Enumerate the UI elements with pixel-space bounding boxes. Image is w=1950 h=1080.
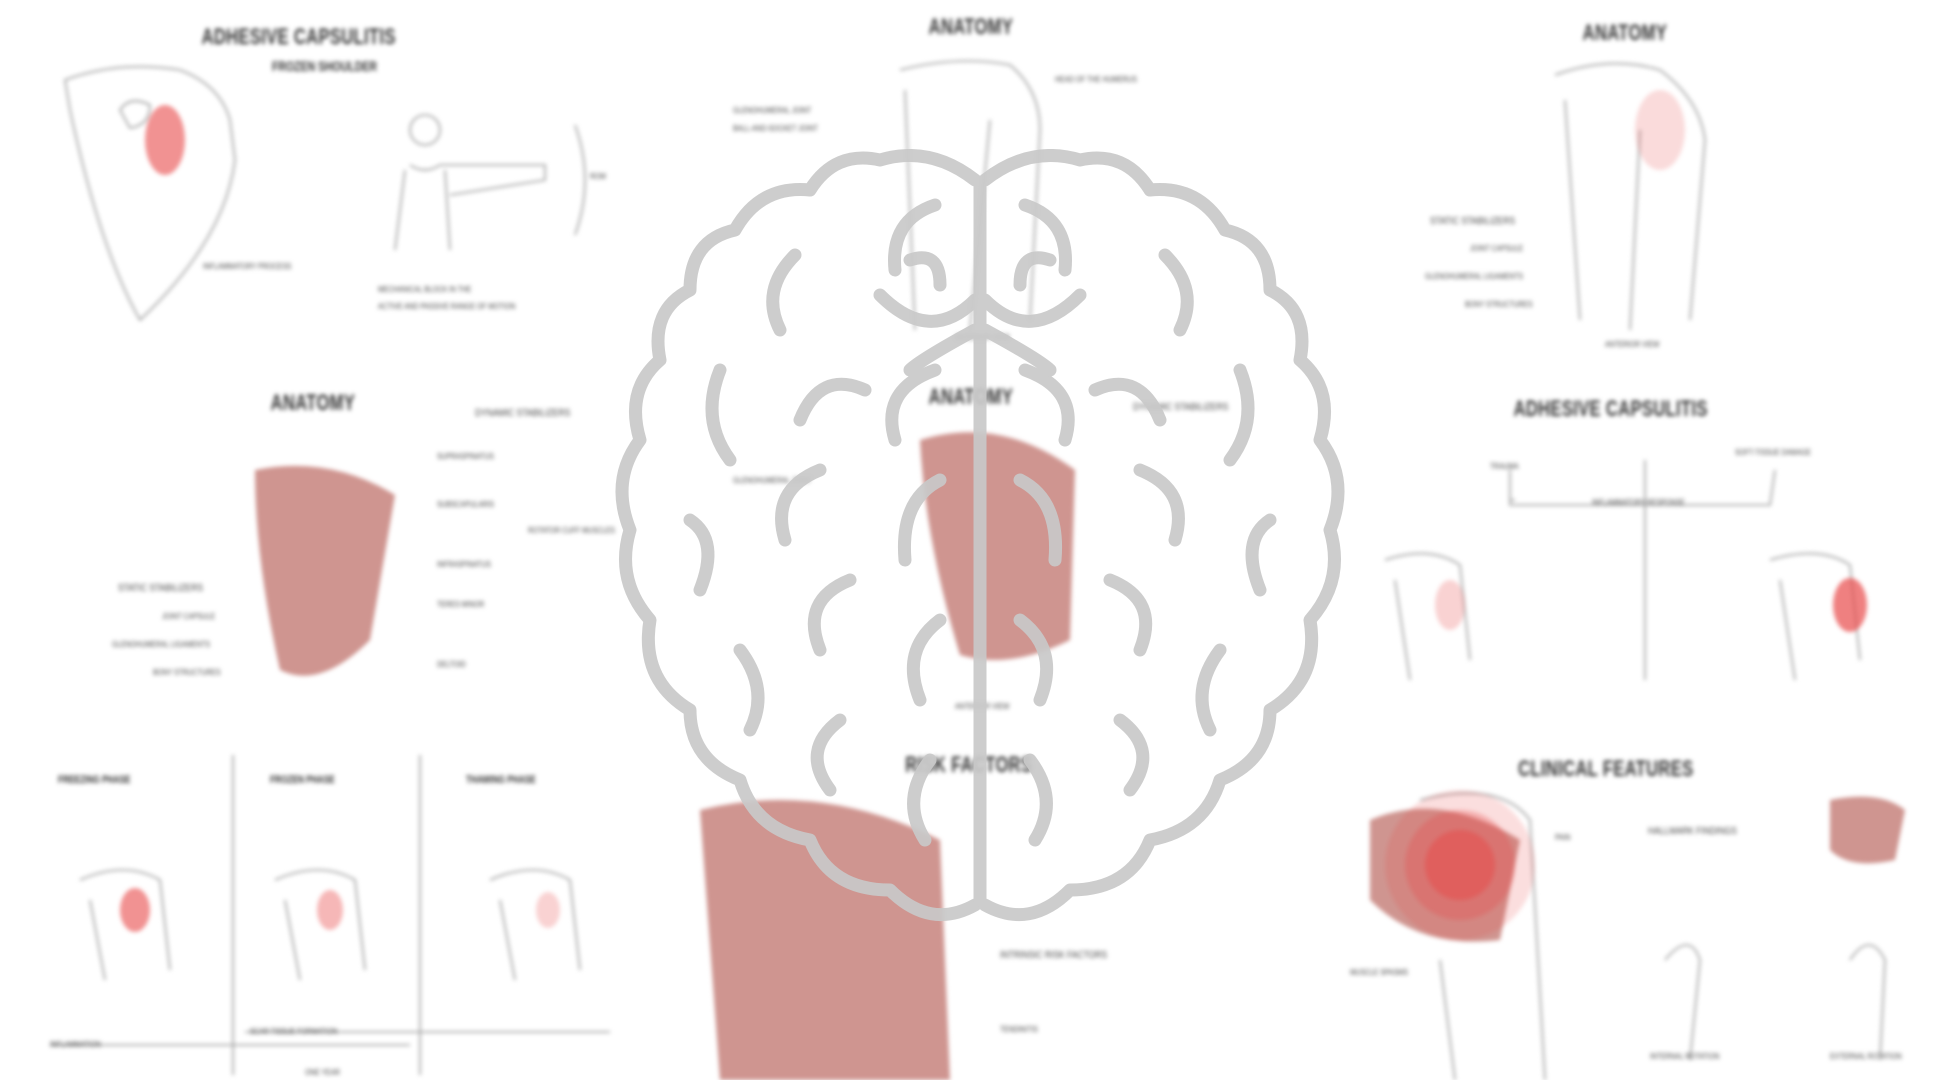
label: ANTERIOR VIEW (1605, 340, 1660, 349)
label: TERES MINOR (437, 600, 485, 609)
title: CLINICAL FEATURES (1518, 756, 1694, 781)
subtitle: FROZEN SHOULDER (272, 58, 377, 74)
title: ADHESIVE CAPSULITIS (1513, 396, 1708, 421)
label: GLENOHUMERAL LIGAMENTS (1425, 272, 1523, 281)
label: STATIC STABILIZERS (118, 583, 204, 594)
title: ADHESIVE CAPSULITIS (201, 24, 396, 49)
label: ONE YEAR (305, 1068, 341, 1077)
label: PAIN (1555, 833, 1571, 842)
label: INFLAMMATORY PROCESS (203, 262, 292, 271)
label: BALL-AND-SOCKET JOINT (733, 124, 818, 133)
label: BONY STRUCTURES (1465, 300, 1533, 309)
label: SOFT-TISSUE DAMAGE (1735, 448, 1811, 457)
label: TENDINITIS (1000, 1025, 1038, 1034)
label: SUPRASPINATUS (437, 452, 494, 461)
title: ANATOMY (928, 384, 1014, 409)
label: INFLAMMATORY RESPONSE (1592, 498, 1685, 507)
label: DYNAMIC STABILIZERS (1133, 402, 1229, 413)
label: DELTOID (437, 660, 466, 669)
label: EXTERNAL ROTATION (1830, 1052, 1902, 1061)
label: TRAUMA (1490, 462, 1519, 471)
label: INFRASPINATUS (437, 560, 491, 569)
label: INTERNAL ROTATION (1650, 1052, 1720, 1061)
label: GLENOHUMERAL JOINT (733, 106, 812, 115)
label: INFLAMMATION (50, 1040, 101, 1049)
label: SUBSCAPULARIS (437, 500, 495, 509)
label: MUSCLE SPASMS (1350, 968, 1409, 977)
label: JOINT CAPSULE (162, 612, 216, 621)
label: STATIC STABILIZERS (1430, 216, 1516, 227)
label: MECHANICAL BLOCK IN THE (378, 285, 472, 294)
label: INTRINSIC RISK FACTORS (1000, 950, 1108, 961)
phase-label: FREEZING PHASE (58, 774, 131, 786)
label: BONY STRUCTURES (153, 668, 221, 677)
label: DYNAMIC STABILIZERS (475, 408, 571, 419)
label: GLENOHUMERAL JOINT (733, 476, 812, 485)
label: HALLMARK FINDINGS (1648, 826, 1737, 837)
label: ROM (590, 172, 606, 181)
title: ANATOMY (928, 14, 1014, 39)
label: ROTATOR CUFF MUSCLES (528, 526, 615, 535)
label: JOINT CAPSULE (1470, 244, 1524, 253)
phase-label: FROZEN PHASE (270, 774, 335, 786)
label: ACTIVE AND PASSIVE RANGE OF MOTION (378, 302, 516, 311)
title: ANATOMY (270, 390, 356, 415)
label: SCAR TISSUE FORMATION (250, 1027, 338, 1036)
label: GLENOHUMERAL LIGAMENTS (112, 640, 210, 649)
label: HEAD OF THE HUMERUS (1055, 75, 1137, 84)
phase-label: THAWING PHASE (466, 774, 536, 786)
title: ANATOMY (1582, 20, 1668, 45)
